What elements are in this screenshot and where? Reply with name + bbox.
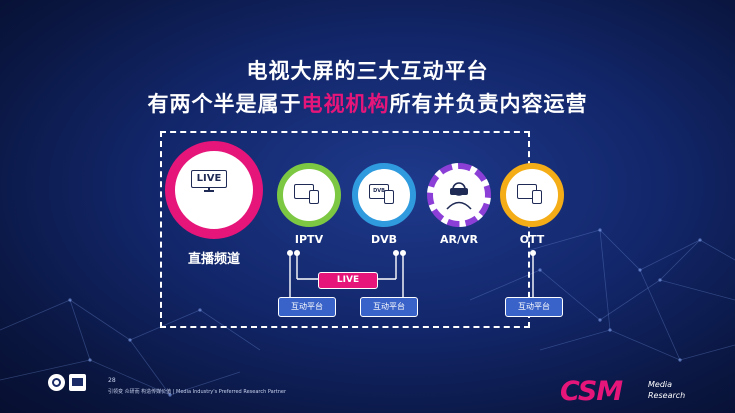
arvr-ring xyxy=(427,163,491,227)
tv-stand-icon xyxy=(208,187,210,191)
remote-icon xyxy=(309,190,319,204)
vr-headset-icon xyxy=(446,182,472,210)
csm-subtitle-research: Research xyxy=(648,391,686,400)
remote-icon xyxy=(384,190,394,204)
iptv-label: IPTV xyxy=(294,233,324,246)
page-number: 28 xyxy=(108,377,116,384)
headline-line-2: 有两个半是属于电视机构所有并负责内容运营 xyxy=(0,88,735,118)
dvb-ring: DVB xyxy=(352,163,416,227)
dvb-label: DVB xyxy=(370,233,398,246)
live-channel-ring: LIVE xyxy=(165,141,263,239)
headline-line-2-start: 有两个半是属于 xyxy=(147,92,302,116)
headline-line-2-end: 所有并负责内容运营 xyxy=(389,92,588,116)
tv-institution-boundary xyxy=(160,131,530,328)
sgs-certification-icon xyxy=(48,374,65,391)
certification-logos xyxy=(48,374,92,392)
live-channel-label: 直播频道 xyxy=(187,252,240,267)
csm-subtitle-media: Media xyxy=(648,380,673,389)
iptv-ring xyxy=(277,163,341,227)
ott-interactive-platform: 互动平台 xyxy=(505,297,563,317)
quality-certification-icon xyxy=(69,374,86,391)
dvb-interactive-platform: 互动平台 xyxy=(360,297,418,317)
iptv-interactive-platform: 互动平台 xyxy=(278,297,336,317)
tv-base-icon xyxy=(204,190,214,192)
headline-line-1: 电视大屏的三大互动平台 xyxy=(246,59,489,83)
headline-highlight: 电视机构 xyxy=(301,92,390,116)
ott-label: OTT xyxy=(519,233,545,246)
remote-icon xyxy=(532,190,542,204)
csm-wordmark: CSM xyxy=(560,376,623,407)
live-pill: LIVE xyxy=(318,272,378,289)
footer-tagline: 引领变 众研而 构造传媒价值 | Media Industry's Prefer… xyxy=(108,389,287,395)
ott-ring xyxy=(500,163,564,227)
arvr-label: AR/VR xyxy=(440,233,478,246)
csm-logo: CSM Media Research xyxy=(560,376,710,408)
